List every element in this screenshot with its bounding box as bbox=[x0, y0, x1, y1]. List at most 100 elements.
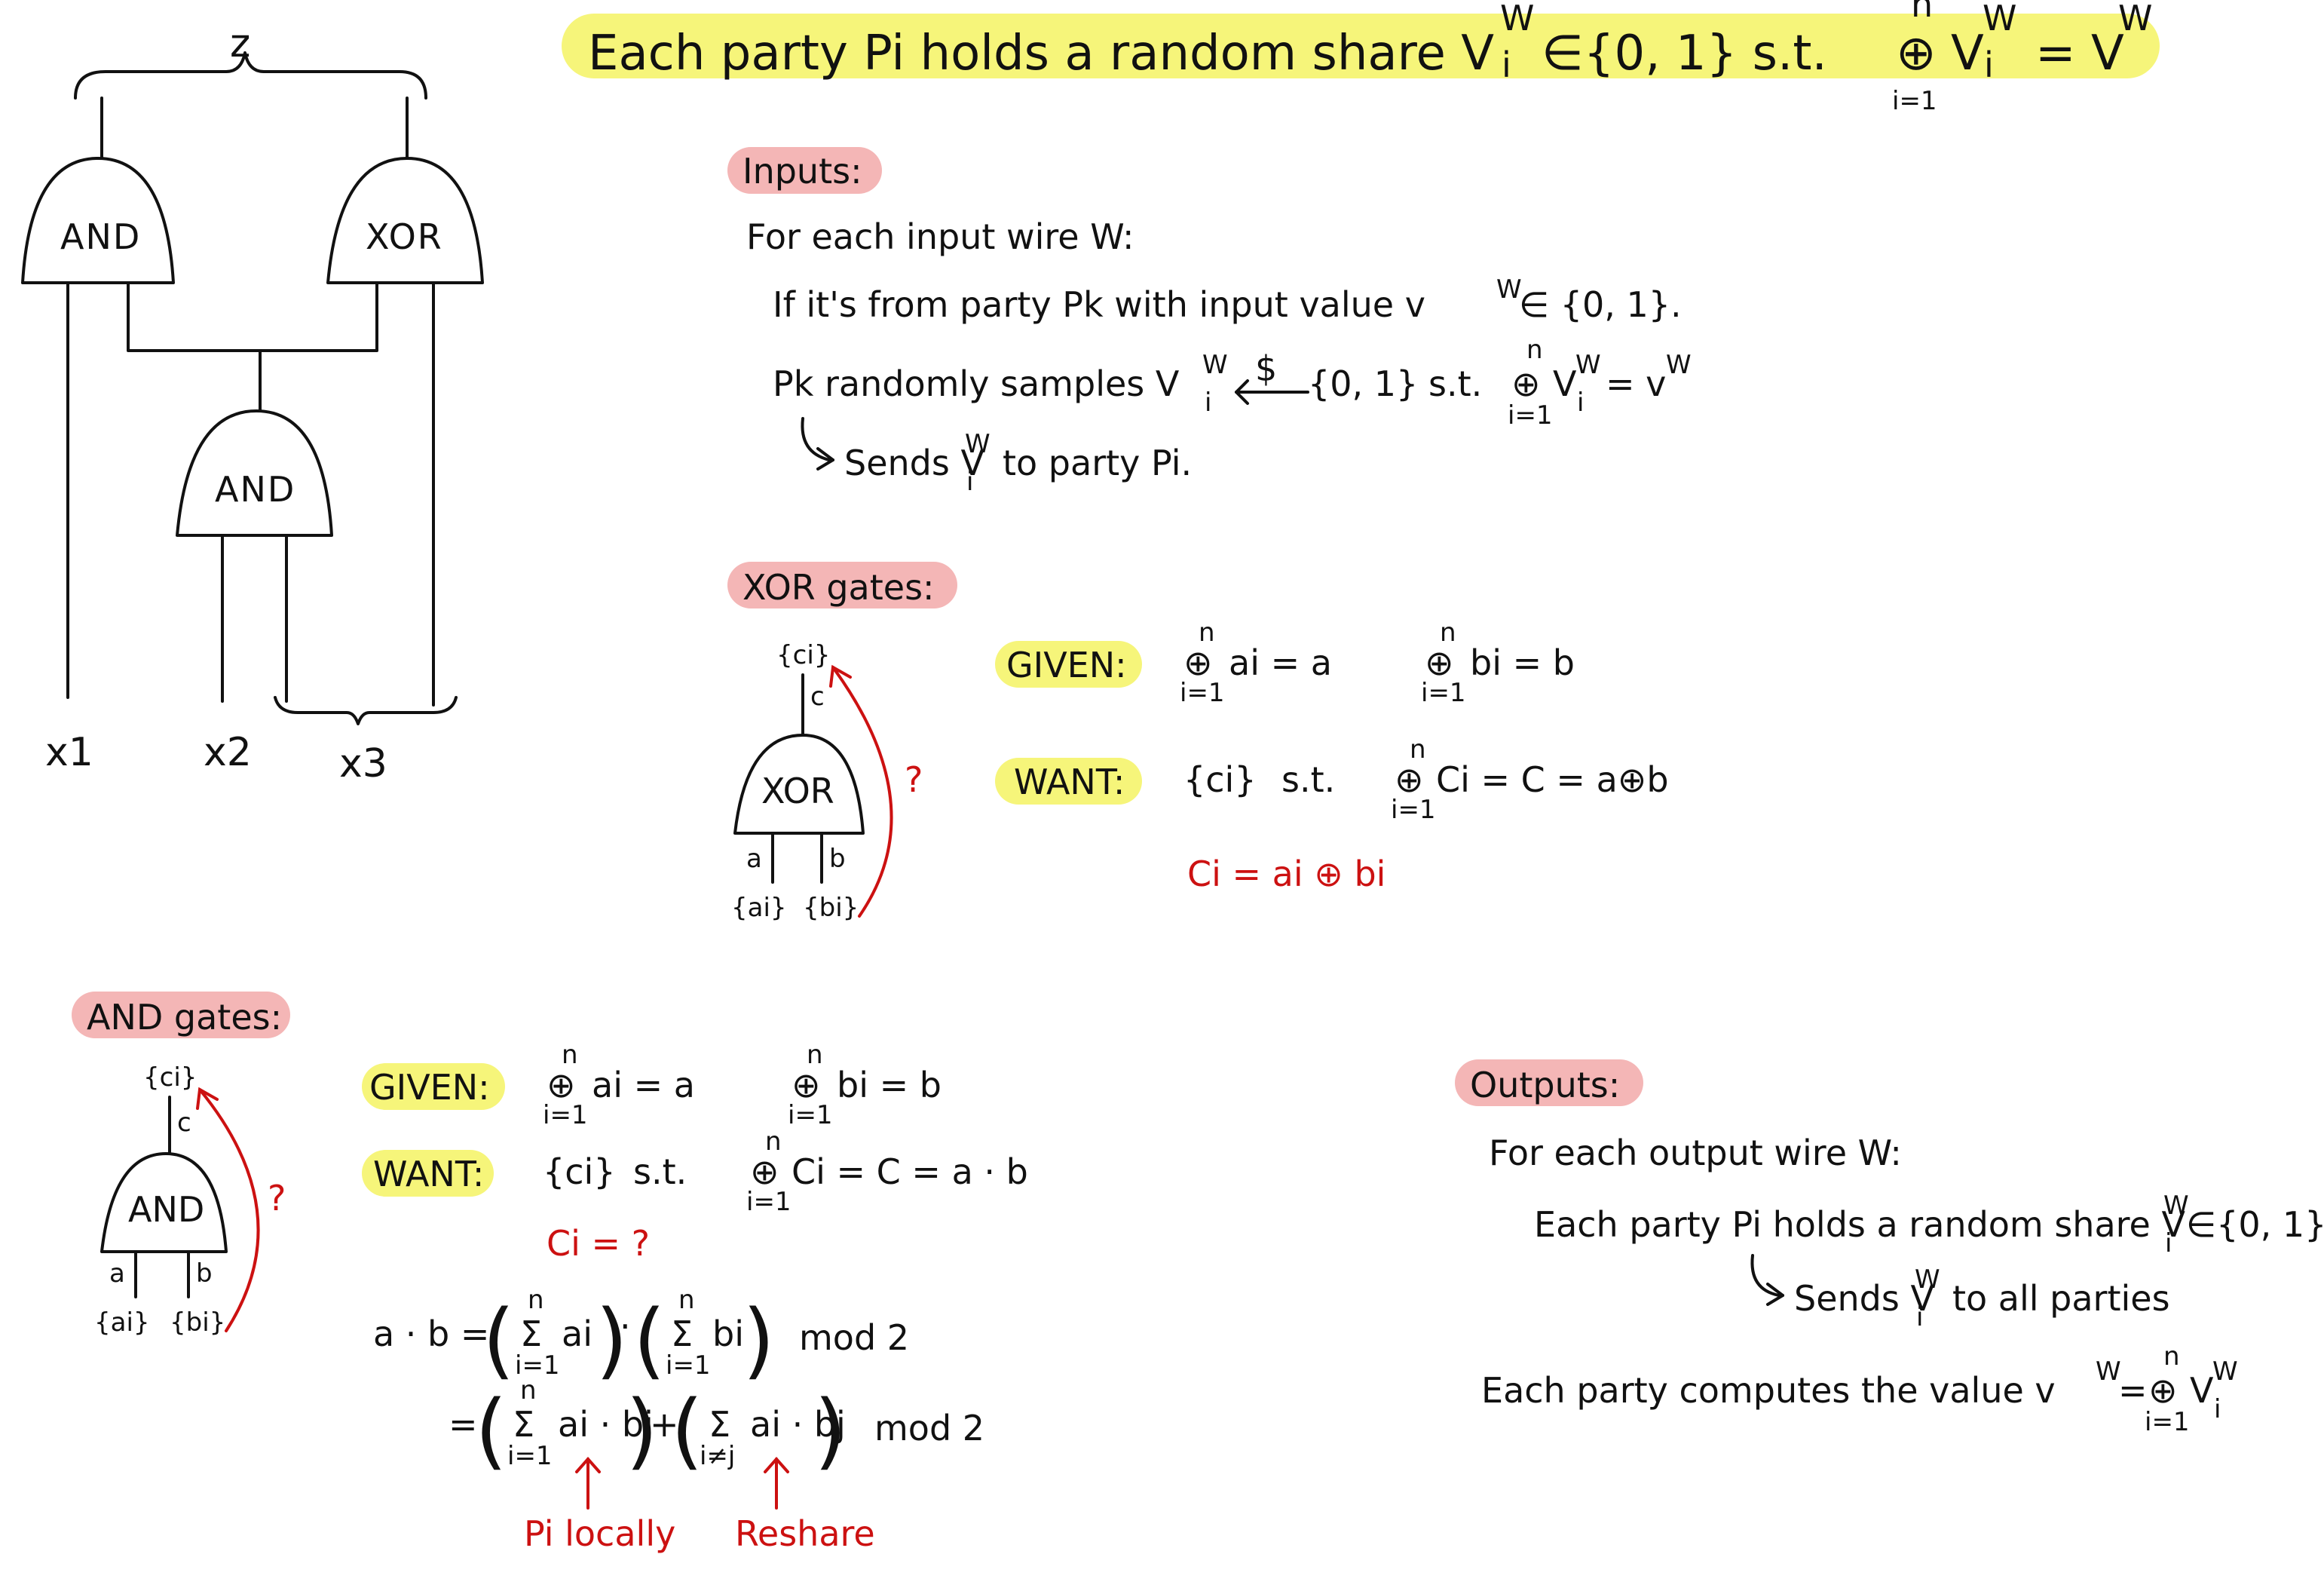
send-arrow bbox=[801, 417, 834, 461]
xor-given-2: bi = b bbox=[1470, 642, 1575, 683]
outputs-line4-sup: W bbox=[2096, 1356, 2121, 1387]
header-eq-sup: W bbox=[2118, 0, 2152, 38]
and-eq2-lhs: = bbox=[449, 1404, 478, 1445]
x3-brace bbox=[274, 696, 458, 725]
and-want-label: WANT: bbox=[373, 1154, 484, 1194]
outputs-line4-op-top: n bbox=[2163, 1341, 2180, 1372]
and-want-op-bottom: i=1 bbox=[746, 1187, 792, 1217]
outputs-heading: Outputs: bbox=[1470, 1065, 1620, 1105]
inputs-line3-rhs-sup: W bbox=[1575, 350, 1601, 380]
xor-given-label: GIVEN: bbox=[1006, 645, 1127, 685]
inputs-line3-eq: = v bbox=[1606, 363, 1666, 404]
outputs-line4-eq: = bbox=[2118, 1370, 2148, 1411]
outputs-section: Outputs: For each output wire W: Each pa… bbox=[1455, 1059, 2324, 1437]
and-question-arrow-head bbox=[196, 1087, 219, 1110]
xor-gate bbox=[326, 157, 484, 284]
and-out-wire-label: c bbox=[177, 1108, 191, 1138]
sample-arrow-head bbox=[1235, 379, 1249, 405]
xor-want-set: {ci} bbox=[1183, 759, 1257, 800]
input-x1-label: x1 bbox=[45, 730, 93, 775]
and-given-op1-top: n bbox=[562, 1040, 578, 1070]
outputs-line3-tail: to all parties bbox=[1952, 1278, 2170, 1319]
inputs-line3-sup: W bbox=[1202, 350, 1228, 380]
and-out-set: {ci} bbox=[143, 1062, 197, 1093]
and-eq1-lhs: a · b = bbox=[373, 1314, 489, 1354]
header-middle: ∈{0, 1} s.t. bbox=[1542, 26, 1827, 81]
inputs-heading-highlight bbox=[727, 147, 882, 194]
circuit: z AND XOR AND x1 x2 x3 bbox=[21, 21, 484, 786]
xor-heading-highlight bbox=[727, 562, 957, 608]
inputs-line3-a: Pk randomly samples V bbox=[773, 363, 1180, 404]
header-op-bottom: i=1 bbox=[1892, 86, 1937, 116]
outputs-line3-sup: W bbox=[1915, 1264, 1940, 1295]
inputs-line4-tail: to party Pi. bbox=[1003, 443, 1192, 483]
send-arrow-head bbox=[816, 447, 834, 471]
outputs-line2-tail: ∈{0, 1} bbox=[2186, 1204, 2324, 1245]
inputs-line3-sub: i bbox=[1205, 388, 1211, 418]
and-given-label: GIVEN: bbox=[369, 1067, 490, 1108]
inputs-line3-op: ⊕ bbox=[1511, 363, 1541, 404]
and-eq2-sum1-bottom: i=1 bbox=[507, 1441, 553, 1471]
header-rhs-sup: W bbox=[1983, 0, 2016, 38]
inputs-line2: If it's from party Pk with input value v bbox=[773, 284, 1425, 325]
xor-question: ? bbox=[905, 759, 923, 800]
and-in-a-label: a bbox=[109, 1258, 125, 1289]
and-eq1-t1: ai bbox=[562, 1314, 592, 1354]
outputs-line4-rhs-sub: i bbox=[2214, 1394, 2221, 1424]
and-section: AND gates: {ci} c AND a b {ai} {bi} ? GI… bbox=[72, 992, 1028, 1554]
and-in-b-label: b bbox=[196, 1258, 213, 1289]
xor-out-wire-label: c bbox=[810, 682, 825, 712]
and-want-op-top: n bbox=[765, 1127, 782, 1157]
outputs-send-arrow bbox=[1750, 1254, 1784, 1297]
and-eq1-sum1-bottom: i=1 bbox=[515, 1350, 560, 1381]
xor-given-1: ai = a bbox=[1229, 642, 1332, 683]
and-eq1-sum2: Σ bbox=[671, 1314, 693, 1354]
inputs-line3-dollar: $ bbox=[1255, 348, 1277, 389]
and-given-op1: ⊕ bbox=[547, 1065, 576, 1105]
outputs-send-arrow-head bbox=[1766, 1283, 1784, 1306]
and-question: ? bbox=[268, 1178, 286, 1218]
outputs-heading-highlight bbox=[1455, 1059, 1643, 1106]
header-op-top: n bbox=[1911, 0, 1933, 25]
and-eq1-paren2-close: ) bbox=[743, 1292, 775, 1388]
and-eq1-sum2-top: n bbox=[678, 1285, 695, 1315]
outputs-line2: Each party Pi holds a random share V bbox=[1534, 1204, 2185, 1245]
and-eq1-paren1-close: ) bbox=[596, 1292, 628, 1388]
xor-given-op1-top: n bbox=[1199, 618, 1215, 648]
outputs-line3: Sends V bbox=[1794, 1278, 1934, 1319]
outputs-line4-rhs: V bbox=[2190, 1370, 2214, 1411]
inputs-line4: Sends V bbox=[844, 443, 984, 483]
and-given-1: ai = a bbox=[592, 1065, 695, 1105]
and-eq1-t2: bi bbox=[712, 1314, 744, 1354]
and-eq2-t2: ai · bj bbox=[750, 1404, 846, 1445]
and-given-2: bi = b bbox=[837, 1065, 942, 1105]
xor-given-op2-top: n bbox=[1440, 618, 1456, 648]
header: Each party Pi holds a random share V W i… bbox=[588, 0, 2152, 116]
and-want-set: {ci} bbox=[543, 1151, 616, 1192]
and-answer: Ci = ? bbox=[547, 1223, 650, 1264]
xor-want-op-top: n bbox=[1410, 734, 1426, 765]
and-note1: Pi locally bbox=[524, 1513, 675, 1554]
and-eq2-paren2-open: ( bbox=[671, 1382, 703, 1479]
and-gate-1 bbox=[21, 157, 175, 284]
and-given-op2: ⊕ bbox=[792, 1065, 821, 1105]
xor-given-op2-bottom: i=1 bbox=[1421, 678, 1466, 708]
inputs-section: Inputs: For each input wire W: If it's f… bbox=[727, 147, 1692, 497]
inputs-line4-sup: W bbox=[965, 429, 991, 459]
xor-given-op2: ⊕ bbox=[1425, 642, 1454, 683]
wire-and2-split bbox=[127, 281, 378, 352]
and-eq2-sum2: Σ bbox=[709, 1404, 730, 1445]
header-highlight bbox=[562, 14, 2160, 78]
and-heading-highlight bbox=[72, 992, 290, 1038]
and-want-eq: Ci = C = a · b bbox=[792, 1151, 1028, 1192]
and-given-highlight bbox=[362, 1063, 505, 1110]
and-note1-arrow-head bbox=[575, 1456, 601, 1473]
xor-want-op-bottom: i=1 bbox=[1391, 795, 1436, 825]
output-brace bbox=[74, 51, 427, 100]
and-want-highlight bbox=[362, 1150, 494, 1197]
xor-want-label: WANT: bbox=[1014, 762, 1125, 802]
and-eq2-paren1-open: ( bbox=[475, 1382, 507, 1479]
outputs-line4-op: ⊕ bbox=[2148, 1370, 2178, 1411]
and-eq2-mod: mod 2 bbox=[874, 1408, 984, 1448]
and-eq2-plus: + bbox=[650, 1404, 679, 1445]
